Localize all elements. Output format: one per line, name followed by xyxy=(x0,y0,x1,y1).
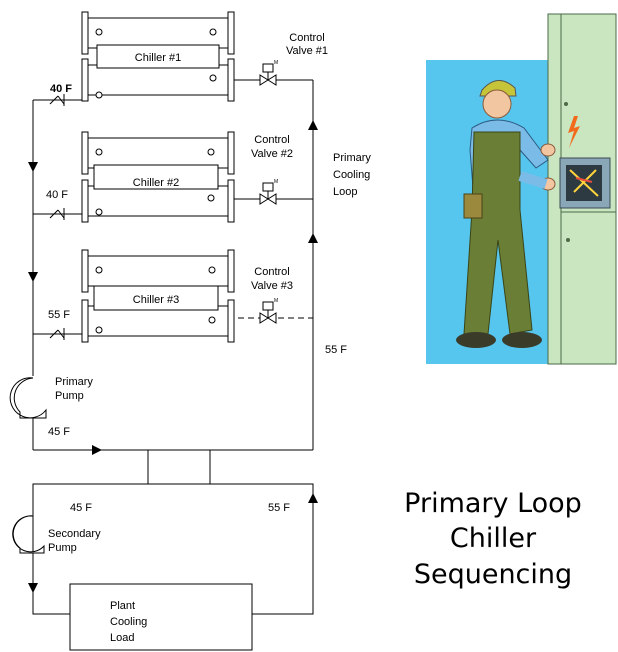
arrow-down-icon xyxy=(28,162,38,172)
secondary-pump-line1: Secondary xyxy=(48,528,101,540)
arrow-down-icon xyxy=(28,272,38,282)
valve-1-line2: Valve #1 xyxy=(286,45,328,57)
arrow-down-icon xyxy=(28,583,38,593)
load-line1: Plant xyxy=(110,600,135,612)
valve-actuator-mark: M xyxy=(274,60,278,66)
worker-boot xyxy=(456,332,496,348)
check-valve-icon xyxy=(49,94,65,106)
check-valves xyxy=(49,94,65,340)
pump-icon xyxy=(12,515,45,554)
valve-icon xyxy=(259,182,277,205)
valve-3-line1: Control xyxy=(254,266,289,278)
valve-2-line1: Control xyxy=(254,134,289,146)
headline-line1: Primary Loop xyxy=(404,488,582,519)
chiller-3: Chiller #3 xyxy=(81,249,235,343)
valve-2-line2: Valve #2 xyxy=(251,148,293,160)
secondary-pump-line2: Pump xyxy=(48,542,77,554)
technician-illustration xyxy=(426,13,617,365)
check-valve-icon xyxy=(49,328,65,340)
secondary-return-temp: 55 F xyxy=(268,502,290,514)
plant-cooling-load: Plant Cooling Load xyxy=(69,583,253,651)
load-line2: Cooling xyxy=(110,616,147,628)
primary-return-temp: 55 F xyxy=(325,344,347,356)
valve-icon xyxy=(259,63,277,86)
arrow-up-icon xyxy=(308,233,318,243)
check-valve-icon xyxy=(49,208,65,220)
chiller-1-label: Chiller #1 xyxy=(135,52,181,64)
chiller-1: Chiller #1 xyxy=(81,11,235,102)
pump-icon xyxy=(9,377,47,419)
chiller-1-supply-temp: 40 F xyxy=(50,83,72,95)
arrow-up-icon xyxy=(308,493,318,503)
primary-loop-line2: Cooling xyxy=(333,169,370,181)
primary-pump-line1: Primary xyxy=(55,376,93,388)
tool-pouch-icon xyxy=(463,193,483,219)
valve-3-line2: Valve #3 xyxy=(251,280,293,292)
arrow-up-icon xyxy=(308,120,318,130)
secondary-supply-temp: 45 F xyxy=(70,502,92,514)
headline-line2: Chiller xyxy=(450,523,537,554)
control-valve-3: M Control Valve #3 xyxy=(251,266,293,324)
worker-head xyxy=(482,89,512,119)
worker-overalls xyxy=(463,131,533,335)
control-valve-1: M Control Valve #1 xyxy=(259,32,328,86)
control-valve-2: M Control Valve #2 xyxy=(251,134,293,205)
primary-loop-line1: Primary xyxy=(333,152,371,164)
worker-boot xyxy=(502,332,542,348)
primary-pump: Primary Pump xyxy=(9,376,93,419)
primary-pump-line2: Pump xyxy=(55,390,84,402)
chiller-2: Chiller #2 xyxy=(81,131,235,223)
chiller-2-supply-temp: 40 F xyxy=(46,189,68,201)
flow-arrows xyxy=(28,120,318,593)
chiller-3-supply-temp: 55 F xyxy=(48,309,70,321)
arrow-right-icon xyxy=(92,445,102,455)
valve-actuator-mark: M xyxy=(274,298,278,304)
valve-1-line1: Control xyxy=(289,32,324,44)
worker-hand xyxy=(540,143,556,157)
chiller-2-label: Chiller #2 xyxy=(133,177,179,189)
primary-loop-line3: Loop xyxy=(333,186,357,198)
secondary-pump: Secondary Pump xyxy=(12,515,101,554)
chiller-3-label: Chiller #3 xyxy=(133,294,179,306)
headline-line3: Sequencing xyxy=(414,559,572,590)
valve-actuator-mark: M xyxy=(274,179,278,185)
lightning-bolt-icon xyxy=(568,116,580,148)
valve-icon xyxy=(259,301,277,324)
primary-supply-temp: 45 F xyxy=(48,426,70,438)
load-line3: Load xyxy=(110,632,134,644)
